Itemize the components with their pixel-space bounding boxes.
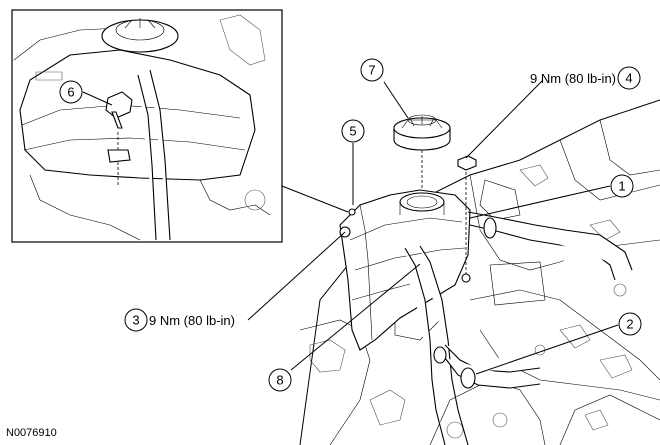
callout-4-torque-label: 9 Nm (80 lb-in) — [530, 71, 616, 86]
callout-8: 8 — [268, 368, 292, 392]
callout-8-number: 8 — [276, 373, 283, 388]
inset-leader-line — [281, 185, 349, 213]
callout-3-torque-label: 9 Nm (80 lb-in) — [149, 313, 235, 328]
callout-4: 4 9 Nm (80 lb-in) — [530, 66, 641, 90]
callout-7: 7 — [360, 58, 384, 82]
callout-6-number: 6 — [67, 85, 74, 100]
callout-3: 3 9 Nm (80 lb-in) — [124, 308, 235, 332]
callout-3-number: 3 — [132, 313, 139, 328]
callout-1: 1 — [610, 174, 634, 198]
callout-4-number: 4 — [625, 71, 632, 86]
callout-2: 2 — [618, 312, 642, 336]
callout-7-number: 7 — [368, 63, 375, 78]
callout-5-number: 5 — [349, 124, 356, 139]
detail-inset — [11, 9, 283, 243]
callout-2-number: 2 — [626, 317, 633, 332]
callout-5: 5 — [341, 119, 365, 143]
callout-leaders — [82, 79, 619, 375]
coolant-reservoir — [339, 189, 471, 351]
reservoir-cap — [393, 114, 451, 190]
callout-6: 6 — [59, 80, 83, 104]
figure-code: N0076910 — [6, 427, 57, 439]
callout-1-number: 1 — [618, 179, 625, 194]
coolant-hoses — [404, 211, 633, 445]
